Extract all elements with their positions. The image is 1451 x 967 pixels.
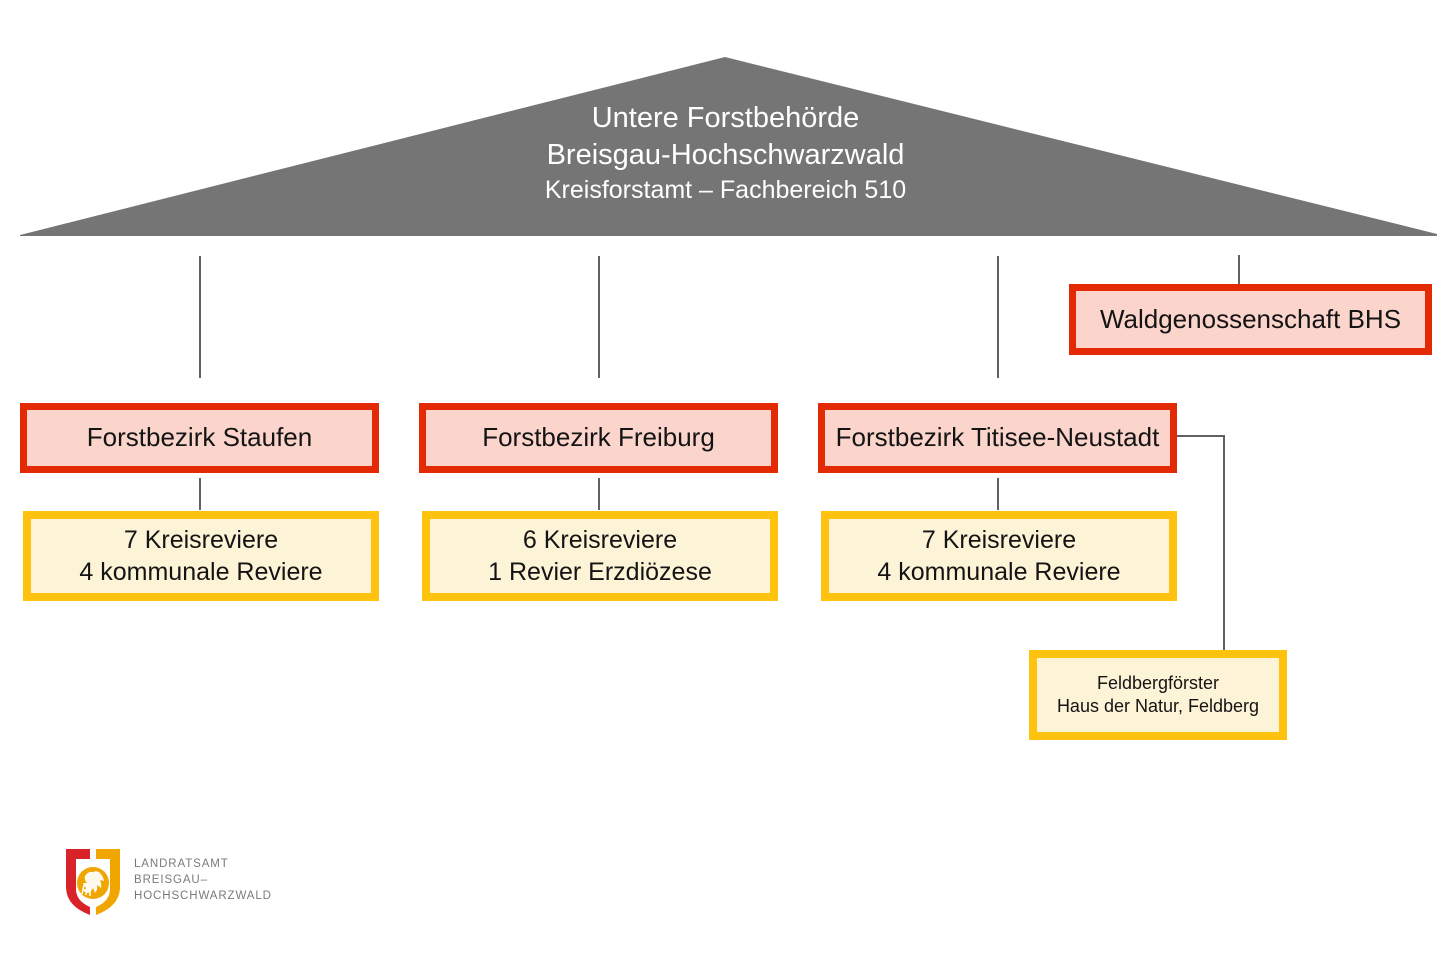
staufen-reviere-line-1: 7 Kreisreviere bbox=[123, 525, 279, 554]
waldgenossenschaft-label: Waldgenossenschaft BHS bbox=[1099, 303, 1402, 334]
freiburg-reviere-line-1: 6 Kreisreviere bbox=[522, 525, 678, 554]
staufen-reviere-line-2: 4 kommunale Reviere bbox=[79, 558, 323, 586]
node-waldgenossenschaft[interactable]: Waldgenossenschaft BHS bbox=[1069, 284, 1432, 355]
node-feldbergfoerster[interactable]: Feldbergförster Haus der Natur, Feldberg bbox=[1029, 650, 1287, 740]
connector-titisee-to-feldberg-horizontal bbox=[1177, 435, 1225, 437]
logo-text-line-1: LANDRATSAMT bbox=[134, 858, 229, 871]
connector-titisee-to-feldberg-vertical bbox=[1223, 435, 1225, 651]
connector-roof-to-freiburg bbox=[598, 256, 600, 378]
connector-staufen-to-reviere bbox=[199, 478, 201, 510]
feldbergfoerster-line-2: Haus der Natur, Feldberg bbox=[1056, 696, 1260, 716]
node-forstbezirk-titisee-neustadt[interactable]: Forstbezirk Titisee-Neustadt bbox=[818, 403, 1177, 473]
forstbezirk-staufen-label: Forstbezirk Staufen bbox=[86, 422, 313, 453]
feldbergfoerster-line-1: Feldbergförster bbox=[1096, 672, 1220, 693]
titisee-reviere-line-1: 7 Kreisreviere bbox=[921, 525, 1077, 554]
connector-roof-to-staufen bbox=[199, 256, 201, 378]
node-forstbezirk-staufen[interactable]: Forstbezirk Staufen bbox=[20, 403, 379, 473]
connector-freiburg-to-reviere bbox=[598, 478, 600, 510]
titisee-reviere-line-2: 4 kommunale Reviere bbox=[877, 558, 1121, 586]
forstbezirk-freiburg-label: Forstbezirk Freiburg bbox=[482, 422, 715, 453]
node-titisee-reviere[interactable]: 7 Kreisreviere 4 kommunale Reviere bbox=[821, 511, 1177, 601]
logo-text-line-2: BREISGAU– bbox=[134, 874, 208, 887]
node-freiburg-reviere[interactable]: 6 Kreisreviere 1 Revier Erzdiözese bbox=[422, 511, 778, 601]
connector-roof-to-titisee bbox=[997, 256, 999, 378]
connector-roof-to-waldgenossenschaft bbox=[1238, 255, 1240, 284]
logo-text-line-3: HOCHSCHWARZWALD bbox=[134, 889, 272, 902]
connector-titisee-to-reviere bbox=[997, 478, 999, 510]
node-staufen-reviere[interactable]: 7 Kreisreviere 4 kommunale Reviere bbox=[23, 511, 379, 601]
forstbezirk-titisee-neustadt-label: Forstbezirk Titisee-Neustadt bbox=[835, 422, 1160, 453]
landratsamt-logo: LANDRATSAMT BREISGAU– HOCHSCHWARZWALD bbox=[62, 846, 271, 916]
node-forstbezirk-freiburg[interactable]: Forstbezirk Freiburg bbox=[419, 403, 778, 473]
freiburg-reviere-line-2: 1 Revier Erzdiözese bbox=[488, 558, 712, 586]
roof-shape bbox=[20, 57, 1437, 236]
logo-text-block: LANDRATSAMT BREISGAU– HOCHSCHWARZWALD bbox=[134, 857, 272, 905]
shield-eagle-icon bbox=[66, 849, 120, 915]
